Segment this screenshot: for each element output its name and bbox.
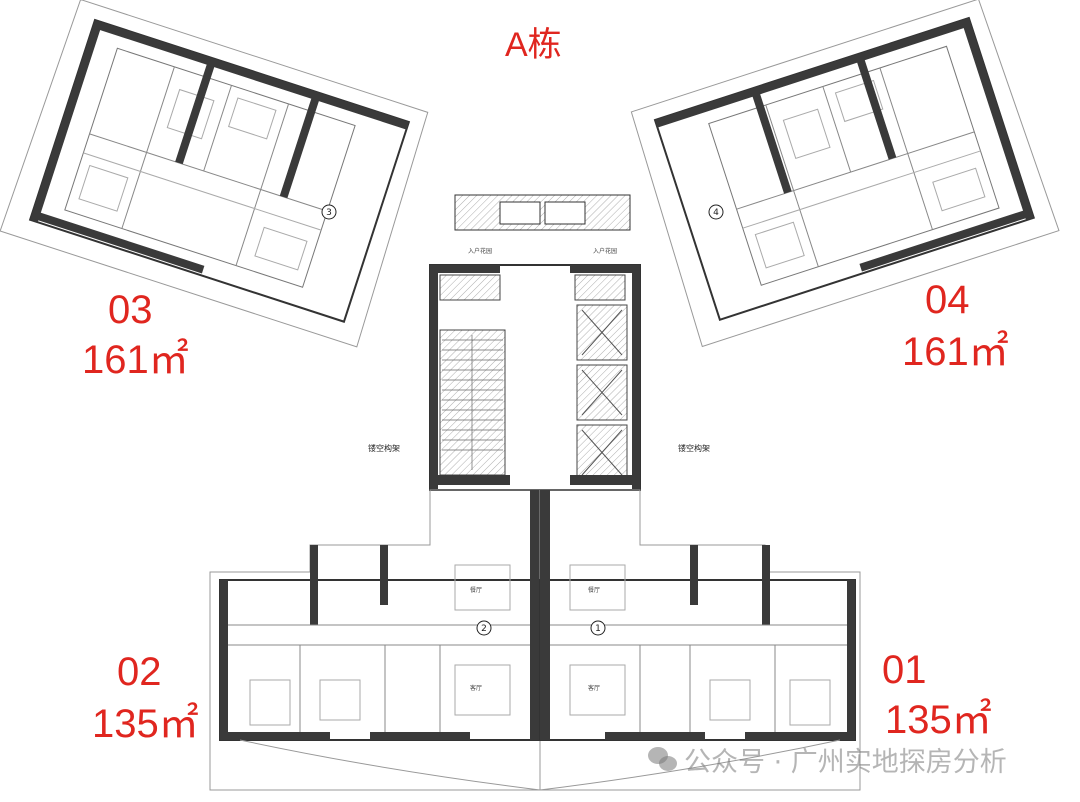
unit-01-id: 01 — [882, 648, 927, 692]
entry-garden-right-label: 入户花园 — [593, 247, 617, 255]
unit-01-plan: 餐厅 客厅 — [539, 489, 861, 791]
unit-04-plan — [630, 0, 1060, 348]
building-title: A栋 — [505, 26, 562, 64]
unit-04-marker: 4 — [713, 208, 719, 218]
unit-03-marker: 3 — [326, 208, 332, 218]
unit-01-area: 135㎡ — [885, 698, 992, 742]
unit-01-dining-label: 餐厅 — [588, 586, 600, 594]
core: 入户花园 入户花园 — [429, 247, 641, 491]
unit-01-living-label: 客厅 — [588, 684, 600, 692]
unit-02-living-label: 客厅 — [470, 684, 482, 692]
unit-02-marker: 2 — [481, 624, 487, 634]
unit-01-marker: 1 — [595, 624, 601, 634]
watermark-text: 公众号 · 广州实地探房分析 — [684, 747, 1007, 778]
entry-garden-left-label: 入户花园 — [468, 247, 492, 255]
unit-04-id: 04 — [925, 278, 970, 322]
unit-02-dining-label: 餐厅 — [470, 586, 482, 594]
unit-03-plan — [0, 0, 429, 348]
open-frame-left-label: 镂空构架 — [368, 444, 400, 453]
unit-04-area: 161㎡ — [902, 330, 1009, 374]
elevators — [576, 304, 628, 481]
unit-03-area: 161㎡ — [82, 338, 189, 382]
unit-03-id: 03 — [108, 288, 153, 332]
wechat-icon — [648, 746, 678, 773]
unit-02-plan: 餐厅 客厅 — [209, 489, 541, 791]
unit-markers: 3 4 2 1 — [321, 204, 724, 636]
watermark: 公众号 · 广州实地探房分析 — [648, 740, 1007, 779]
unit-02-id: 02 — [117, 650, 162, 694]
open-frame-right-label: 镂空构架 — [678, 444, 710, 453]
unit-02-area: 135㎡ — [92, 702, 199, 746]
